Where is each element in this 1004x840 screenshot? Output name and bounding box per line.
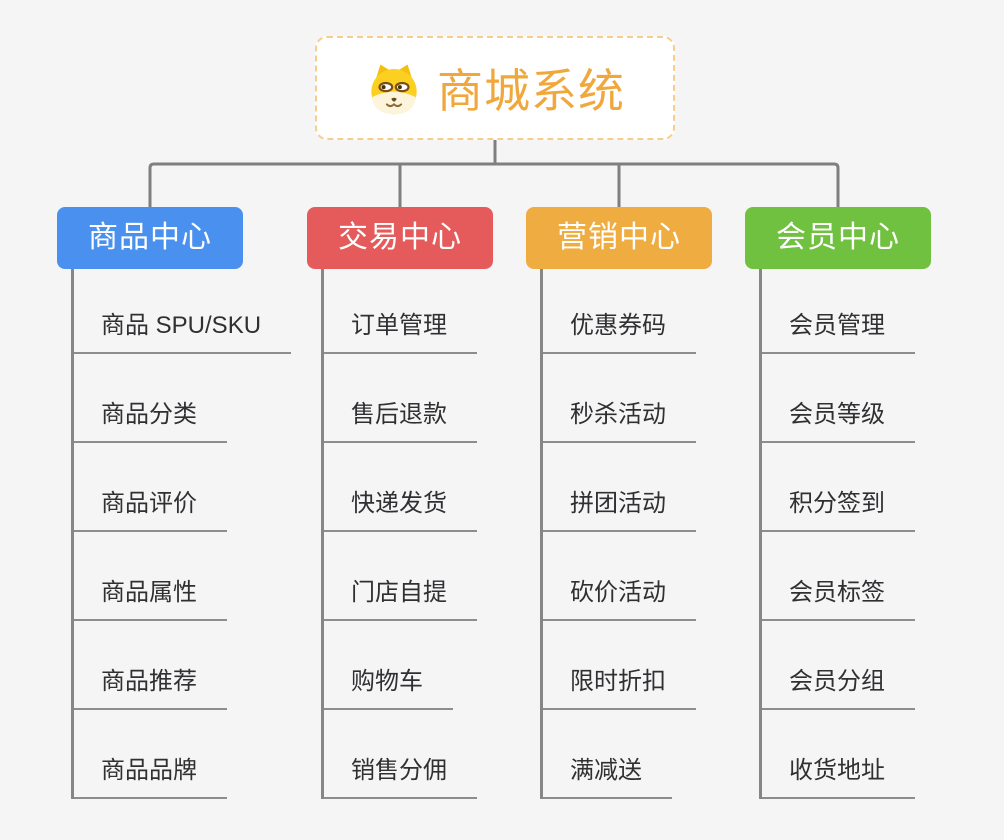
leaf-node[interactable]: 购物车: [324, 666, 453, 710]
branch-node-marketing-center[interactable]: 营销中心: [526, 207, 712, 269]
leaf-node[interactable]: 订单管理: [324, 310, 477, 354]
leaf-node[interactable]: 销售分佣: [324, 755, 477, 799]
leaf-node[interactable]: 拼团活动: [543, 488, 696, 532]
leaf-node[interactable]: 积分签到: [762, 488, 915, 532]
branch-node-member-center[interactable]: 会员中心: [745, 207, 931, 269]
leaf-node[interactable]: 会员等级: [762, 399, 915, 443]
leaf-node[interactable]: 砍价活动: [543, 577, 696, 621]
root-title: 商城系统: [437, 65, 625, 117]
leaf-node[interactable]: 门店自提: [324, 577, 477, 621]
leaf-node[interactable]: 商品推荐: [74, 666, 227, 710]
leaf-node[interactable]: 商品评价: [74, 488, 227, 532]
leaf-node[interactable]: 会员管理: [762, 310, 915, 354]
branch-node-trade-center[interactable]: 交易中心: [307, 207, 493, 269]
root-node-mall-system[interactable]: 商城系统: [315, 36, 675, 140]
branch-line-trade-center: 订单管理 售后退款 快递发货 门店自提 购物车 销售分佣: [321, 269, 477, 799]
branch-node-product-center[interactable]: 商品中心: [57, 207, 243, 269]
leaf-node[interactable]: 商品 SPU/SKU: [74, 310, 292, 354]
leaf-node[interactable]: 优惠券码: [543, 310, 696, 354]
leaf-node[interactable]: 商品品牌: [74, 755, 227, 799]
leaf-node[interactable]: 会员分组: [762, 666, 915, 710]
leaf-node[interactable]: 限时折扣: [543, 666, 696, 710]
branch-line-member-center: 会员管理 会员等级 积分签到 会员标签 会员分组 收货地址: [759, 269, 915, 799]
leaf-node[interactable]: 会员标签: [762, 577, 915, 621]
dog-face-icon: [371, 64, 417, 115]
leaf-node[interactable]: 快递发货: [324, 488, 477, 532]
leaf-node[interactable]: 商品分类: [74, 399, 227, 443]
leaf-node[interactable]: 售后退款: [324, 399, 477, 443]
branch-line-product-center: 商品 SPU/SKU 商品分类 商品评价 商品属性 商品推荐 商品品牌: [71, 269, 292, 799]
leaf-node[interactable]: 秒杀活动: [543, 399, 696, 443]
leaf-node[interactable]: 商品属性: [74, 577, 227, 621]
leaf-node[interactable]: 满减送: [543, 755, 672, 799]
leaf-node[interactable]: 收货地址: [762, 755, 915, 799]
branch-line-marketing-center: 优惠券码 秒杀活动 拼团活动 砍价活动 限时折扣 满减送: [540, 269, 696, 799]
